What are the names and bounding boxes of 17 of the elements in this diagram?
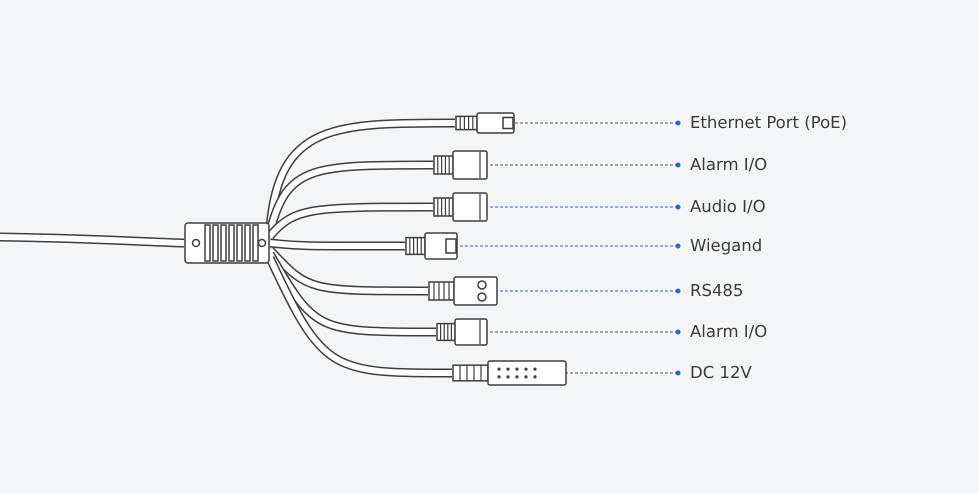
cable xyxy=(0,232,184,248)
connector-label: RS485 xyxy=(690,281,744,301)
cable xyxy=(266,256,452,378)
leader-line xyxy=(515,120,680,126)
connector-label: Alarm I/O xyxy=(690,322,768,342)
connector-label: Alarm I/O xyxy=(690,155,768,175)
connector-label: Ethernet Port (PoE) xyxy=(690,113,848,133)
leader-line xyxy=(488,204,680,210)
leader-line xyxy=(488,162,680,168)
leader-line xyxy=(488,330,680,334)
leader-line xyxy=(567,370,680,376)
leader-line xyxy=(458,244,680,248)
connector-label: Wiegand xyxy=(690,236,762,256)
cable xyxy=(270,238,405,250)
connector-label: DC 12V xyxy=(690,363,752,383)
leader-line xyxy=(498,288,680,294)
connector-label: Audio I/O xyxy=(690,197,766,217)
